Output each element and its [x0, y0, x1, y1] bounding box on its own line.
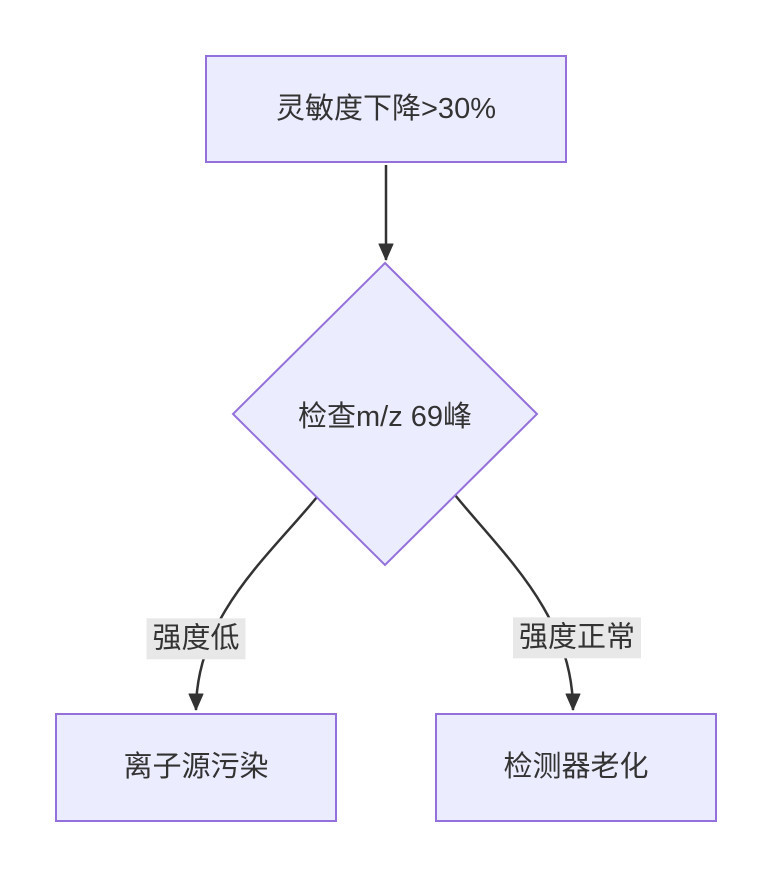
edge-decision-to-right — [454, 494, 581, 711]
node-sensitivity-drop-label: 灵敏度下降>30% — [276, 92, 496, 125]
node-ion-source-contamination-label: 离子源污染 — [123, 751, 269, 784]
edge-decision-to-left — [188, 496, 318, 711]
edge-label-intensity-low: 强度低 — [146, 618, 246, 660]
node-ion-source-contamination: 离子源污染 — [55, 713, 337, 822]
node-detector-aging-label: 检测器老化 — [503, 751, 649, 784]
decision-diamond-shape — [231, 261, 539, 567]
node-decision-label: 检查m/z 69峰 — [297, 401, 473, 433]
node-sensitivity-drop: 灵敏度下降>30% — [205, 55, 567, 163]
edge-label-intensity-normal: 强度正常 — [512, 617, 642, 659]
node-detector-aging: 检测器老化 — [435, 713, 717, 822]
